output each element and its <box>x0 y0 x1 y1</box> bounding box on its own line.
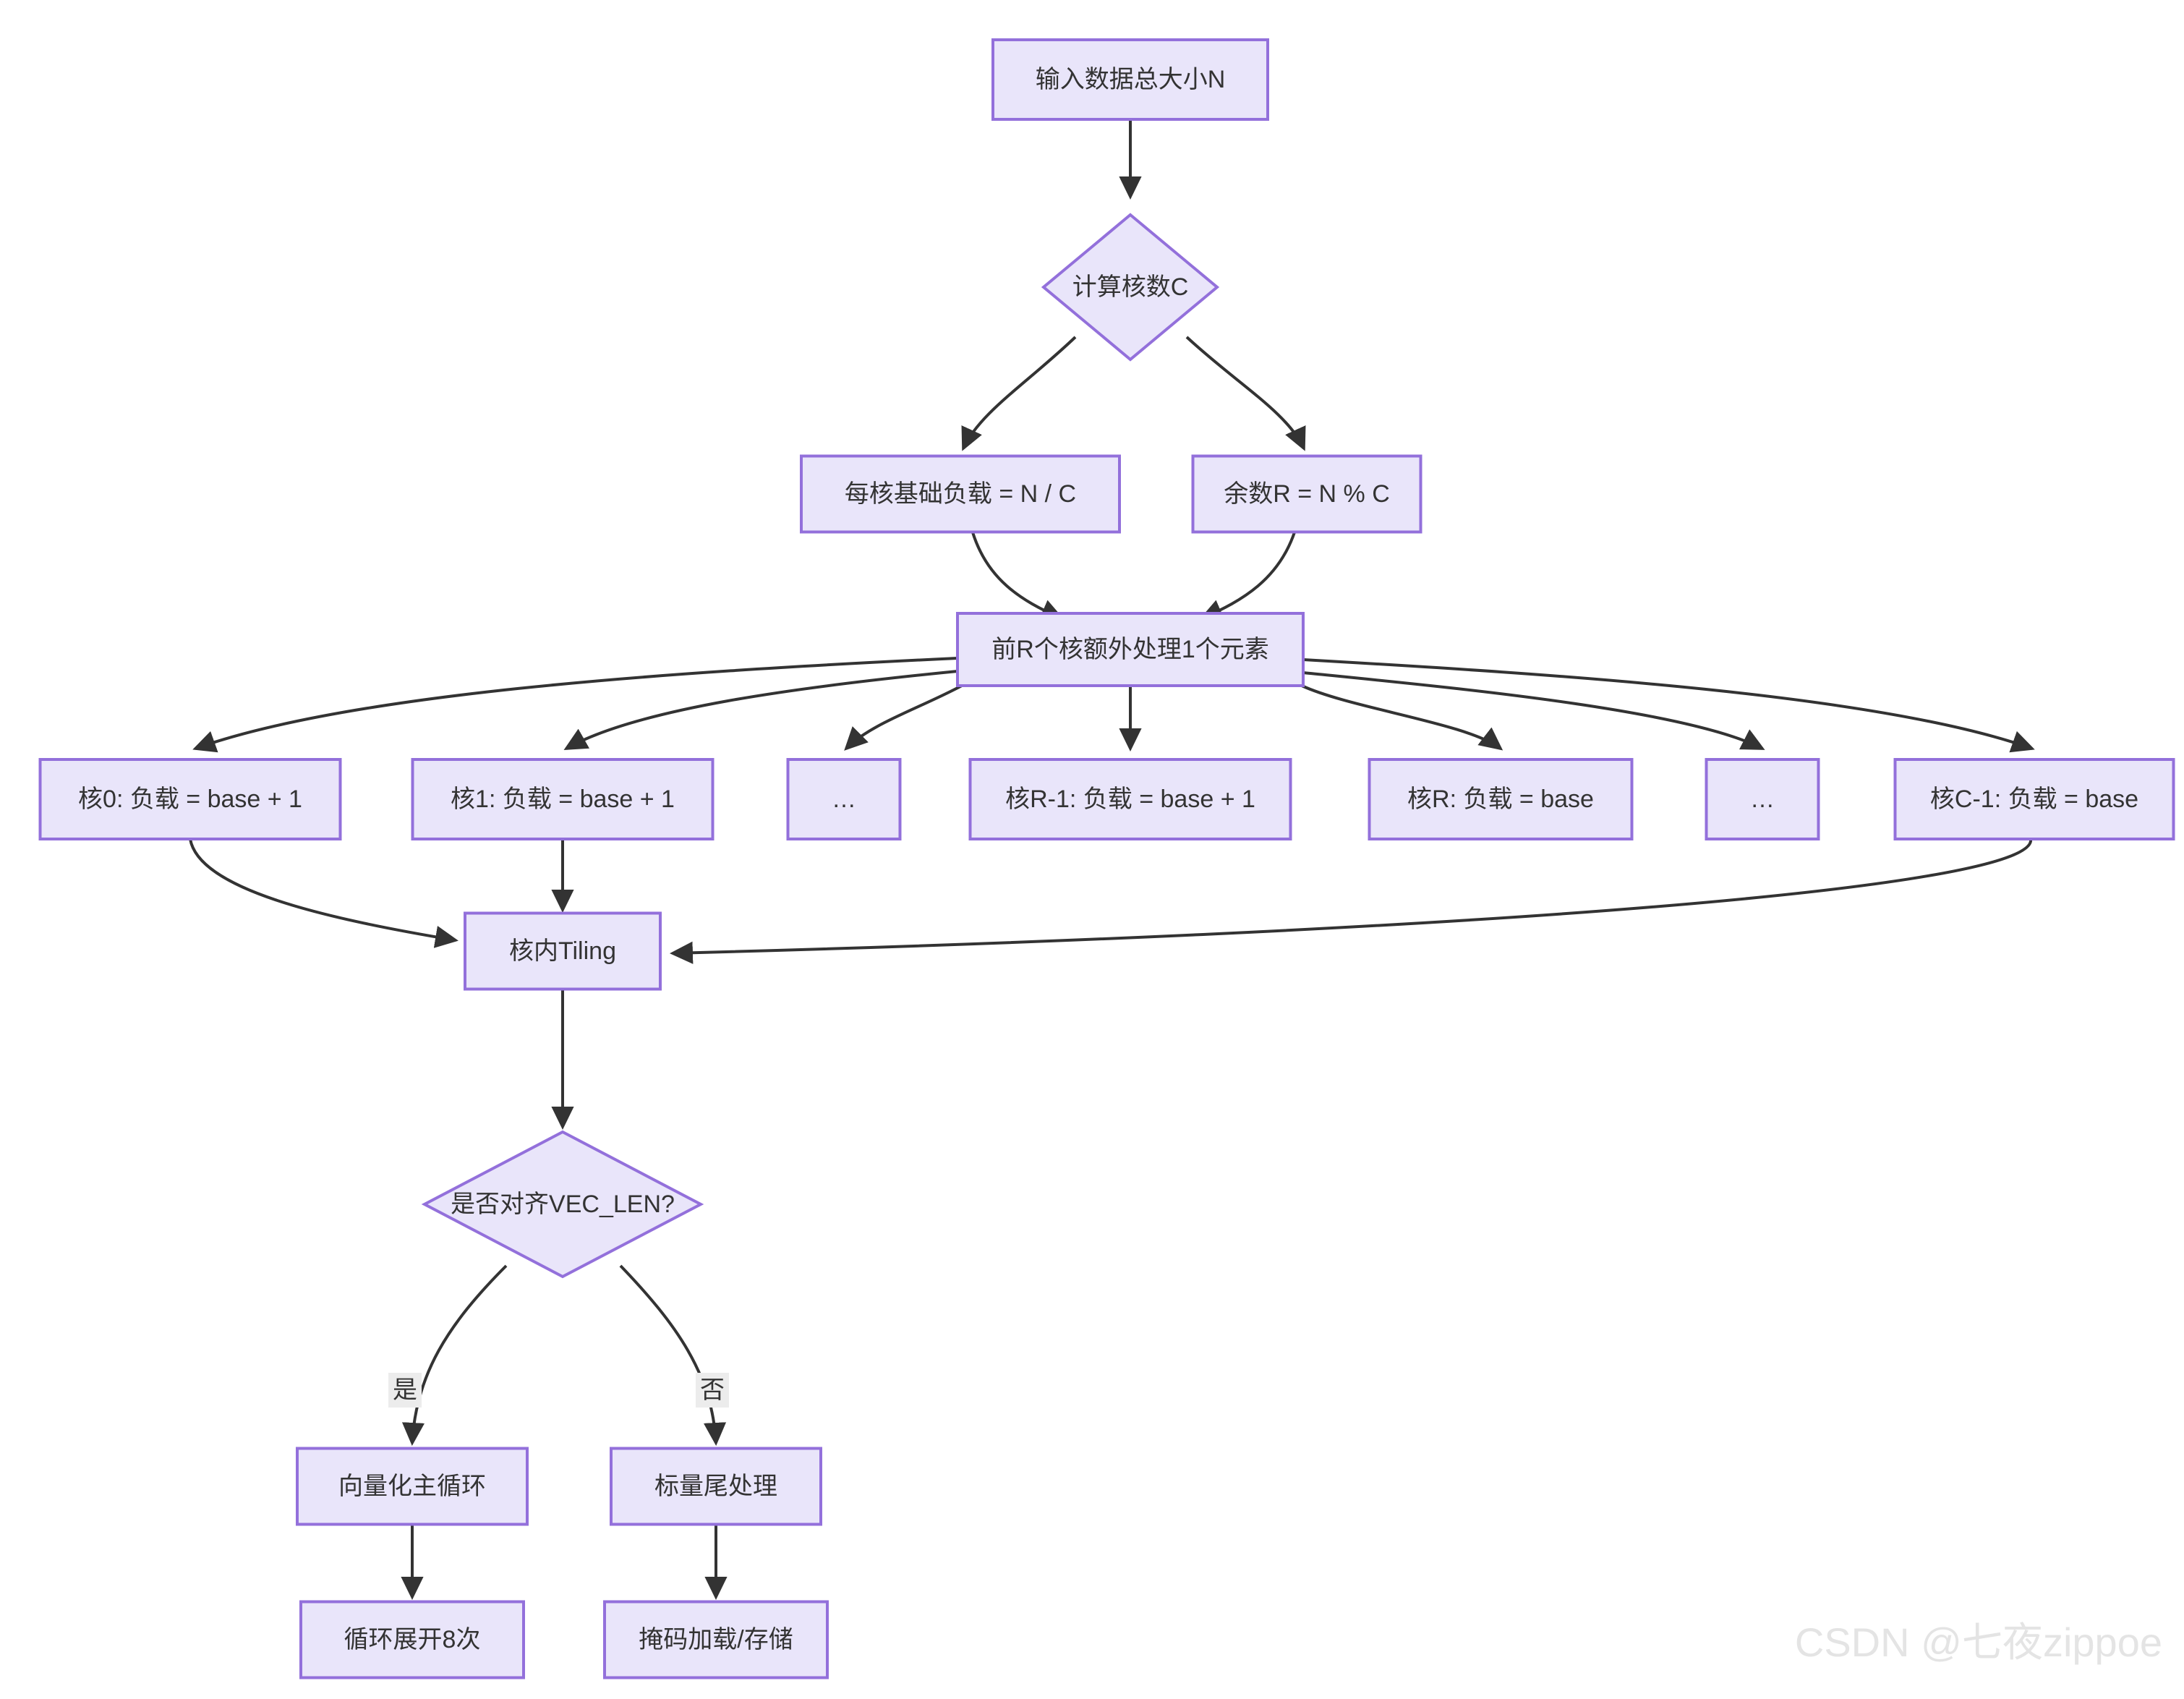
node-label-coreR1: 核R-1: 负载 = base + 1 <box>1005 785 1255 813</box>
node-shape-coreC1 <box>1893 758 2175 840</box>
node-shape-dots2 <box>1705 758 1820 840</box>
edge-base-to-extra <box>971 532 1065 621</box>
node-coreR1[interactable]: 核R-1: 负载 = base + 1 <box>968 758 1292 840</box>
node-label-base: 每核基础负载 = N / C <box>845 480 1076 508</box>
node-shape-rem <box>1191 454 1422 534</box>
node-shape-dots1 <box>786 758 902 840</box>
node-label-calc_c: 计算核数C <box>1072 273 1189 301</box>
node-shape-input <box>991 38 1269 121</box>
node-dots1[interactable]: … <box>786 758 902 840</box>
edge-extra-to-core1 <box>563 670 958 750</box>
node-label-coreR: 核R: 负载 = base <box>1407 785 1594 813</box>
node-core0[interactable]: 核0: 负载 = base + 1 <box>38 758 342 840</box>
node-vecloop[interactable]: 向量化主循环 <box>296 1447 529 1526</box>
node-dots2[interactable]: … <box>1705 758 1820 840</box>
edge-label-bg <box>696 1373 729 1408</box>
edge-label-aligned-to-scalar: 否 <box>696 1373 729 1408</box>
node-calc_c[interactable]: 计算核数C <box>1041 213 1220 362</box>
edge-core0-to-tiling <box>189 838 458 948</box>
edge-extra-to-dots2 <box>1302 671 1765 750</box>
edges-layer <box>189 119 2035 1600</box>
node-tiling[interactable]: 核内Tiling <box>464 911 662 991</box>
edge-labels-layer: 是否 <box>388 1373 729 1408</box>
node-shape-scalar <box>610 1447 822 1526</box>
edge-extra-to-coreR <box>1301 684 1503 751</box>
node-label-coreC1: 核C-1: 负载 = base <box>1930 785 2138 813</box>
node-shape-coreR1 <box>968 758 1292 840</box>
edge-aligned-to-scalar <box>619 1264 727 1446</box>
node-label-dots1: … <box>832 785 856 813</box>
node-shape-vecloop <box>296 1447 529 1526</box>
edge-coreC1-to-tiling <box>670 838 2033 964</box>
edge-label-text: 否 <box>700 1376 725 1404</box>
node-coreR[interactable]: 核R: 负载 = base <box>1368 758 1634 840</box>
node-aligned[interactable]: 是否对齐VEC_LEN? <box>421 1130 704 1279</box>
node-shape-tiling <box>464 911 662 991</box>
node-label-extra: 前R个核额外处理1个元素 <box>991 636 1268 663</box>
edge-extra-to-dots1 <box>844 684 963 751</box>
node-shape-unroll <box>299 1600 525 1679</box>
node-label-input: 输入数据总大小N <box>1036 66 1226 93</box>
node-rem[interactable]: 余数R = N % C <box>1191 454 1422 534</box>
node-unroll[interactable]: 循环展开8次 <box>299 1600 525 1679</box>
node-shape-coreR <box>1368 758 1634 840</box>
edge-aligned-to-vecloop <box>401 1264 508 1446</box>
node-label-unroll: 循环展开8次 <box>344 1626 481 1653</box>
node-label-aligned: 是否对齐VEC_LEN? <box>451 1191 675 1218</box>
node-shape-calc_c <box>1041 213 1220 362</box>
node-label-rem: 余数R = N % C <box>1224 480 1390 508</box>
edge-calc_c-to-base <box>961 336 1077 451</box>
node-label-scalar: 标量尾处理 <box>654 1473 777 1500</box>
node-shape-base <box>800 454 1121 534</box>
edge-label-bg <box>388 1373 422 1408</box>
node-label-vecloop: 向量化主循环 <box>338 1473 486 1500</box>
node-shape-aligned <box>421 1130 704 1279</box>
edge-label-text: 是 <box>393 1376 417 1404</box>
node-label-core0: 核0: 负载 = base + 1 <box>78 785 302 813</box>
node-label-mask: 掩码加载/存储 <box>639 1626 793 1653</box>
node-core1[interactable]: 核1: 负载 = base + 1 <box>411 758 715 840</box>
node-extra[interactable]: 前R个核额外处理1个元素 <box>956 612 1305 687</box>
nodes-layer: 输入数据总大小N 计算核数C 每核基础负载 = N / C 余数R = N % C 前R… <box>38 38 2175 1679</box>
node-shape-core0 <box>38 758 342 840</box>
edge-rem-to-extra <box>1199 532 1296 621</box>
node-input[interactable]: 输入数据总大小N <box>991 38 1269 121</box>
edge-extra-to-coreC1 <box>1302 658 2035 753</box>
node-label-tiling: 核内Tiling <box>509 937 616 965</box>
csdn-watermark: CSDN @七夜zippoe <box>1795 1619 2162 1665</box>
node-base[interactable]: 每核基础负载 = N / C <box>800 454 1121 534</box>
node-scalar[interactable]: 标量尾处理 <box>610 1447 822 1526</box>
node-label-core1: 核1: 负载 = base + 1 <box>451 785 675 813</box>
node-coreC1[interactable]: 核C-1: 负载 = base <box>1893 758 2175 840</box>
node-shape-mask <box>603 1600 829 1679</box>
node-label-dots2: … <box>1750 785 1775 813</box>
node-shape-core1 <box>411 758 715 840</box>
node-shape-extra <box>956 612 1305 687</box>
node-mask[interactable]: 掩码加载/存储 <box>603 1600 829 1679</box>
edge-label-aligned-to-vecloop: 是 <box>388 1373 422 1408</box>
edge-calc_c-to-rem <box>1185 336 1306 451</box>
edge-extra-to-core0 <box>192 657 958 753</box>
